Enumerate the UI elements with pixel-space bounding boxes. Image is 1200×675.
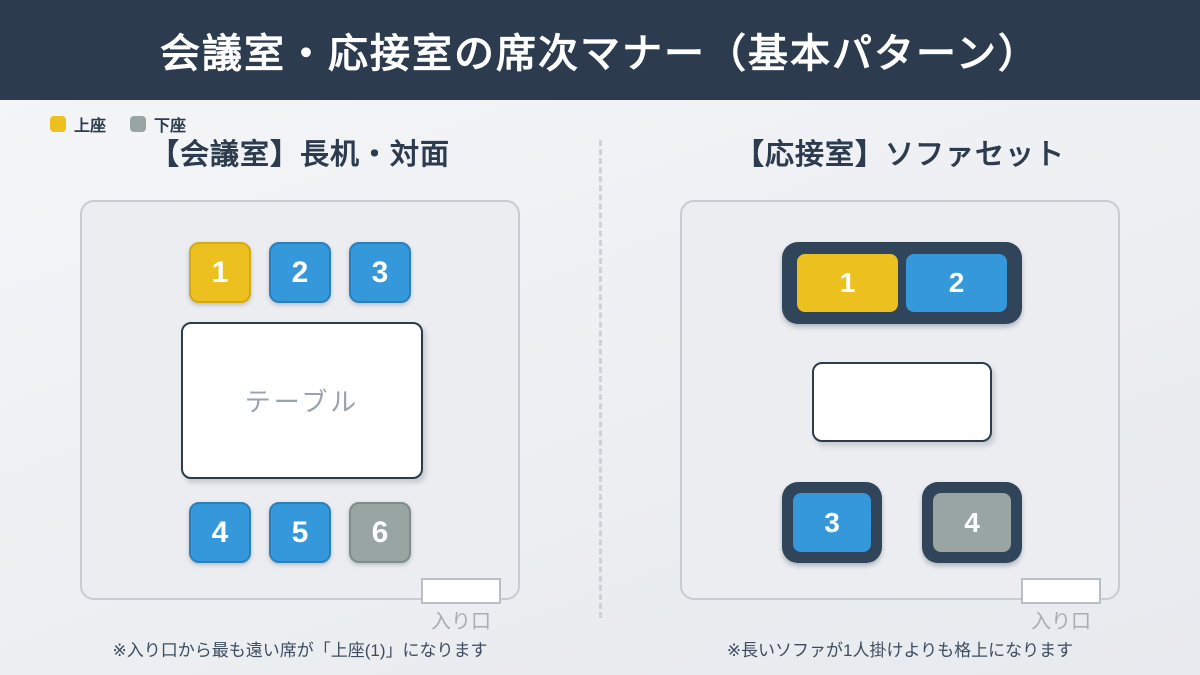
kamiza-color-swatch xyxy=(50,116,66,132)
seat-1: 1 xyxy=(189,242,251,303)
seat-5: 5 xyxy=(269,502,331,563)
meeting-room-note: ※入り口から最も遠い席が「上座(1)」になります xyxy=(112,641,488,660)
chair-seat-4: 4 xyxy=(933,493,1011,552)
sofa-seat-2: 2 xyxy=(906,254,1007,312)
shimoza-color-swatch xyxy=(130,116,147,132)
meeting-room-diagram: 1 2 3 テーブル 4 5 6 入り口 xyxy=(80,200,520,633)
legend: 上座 下座 xyxy=(50,112,186,136)
meeting-room-entrance xyxy=(421,578,501,604)
reception-room-title: 【応接室】ソファセット xyxy=(734,139,1065,171)
meeting-room-title: 【会議室】長机・対面 xyxy=(149,139,450,171)
seat-4: 4 xyxy=(189,502,251,563)
single-chair-4: 4 xyxy=(922,482,1022,563)
seat-6: 6 xyxy=(349,502,411,563)
page-title: 会議室・応接室の席次マナー（基本パターン） xyxy=(160,32,1040,76)
legend-label-shimoza: 下座 xyxy=(154,118,187,135)
reception-room-entrance-label: 入り口 xyxy=(1031,611,1091,633)
header: 会議室・応接室の席次マナー（基本パターン） xyxy=(0,0,1200,100)
long-sofa: 1 2 xyxy=(782,242,1022,324)
meeting-room-top-seat-row: 1 2 3 xyxy=(82,242,518,303)
reception-room-entrance xyxy=(1021,578,1101,604)
reception-table xyxy=(812,362,992,442)
seat-2: 2 xyxy=(269,242,331,303)
reception-room-diagram: 1 2 3 4 入り口 xyxy=(680,200,1120,633)
legend-item-kamiza: 上座 xyxy=(50,112,106,136)
meeting-table-label: テーブル xyxy=(244,387,360,417)
sofa-seat-1: 1 xyxy=(797,254,898,312)
meeting-table: テーブル xyxy=(181,322,423,479)
meeting-room-bottom-seat-row: 4 5 6 xyxy=(82,502,518,563)
legend-item-shimoza: 下座 xyxy=(130,112,186,136)
single-chair-3: 3 xyxy=(782,482,882,563)
chair-seat-3: 3 xyxy=(793,493,871,552)
meeting-room-entrance-label: 入り口 xyxy=(431,611,491,633)
seat-3: 3 xyxy=(349,242,411,303)
vertical-dashed-divider xyxy=(599,140,602,618)
reception-room-note: ※長いソファが1人掛けよりも格上になります xyxy=(726,641,1074,660)
legend-label-kamiza: 上座 xyxy=(74,118,107,135)
